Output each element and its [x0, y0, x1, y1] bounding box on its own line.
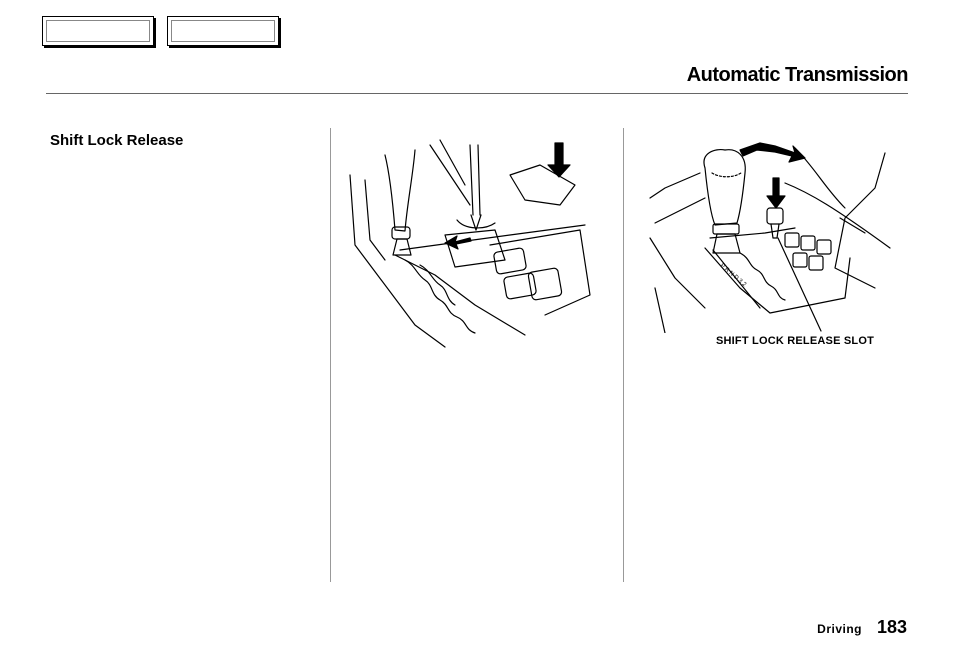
column-divider-right	[623, 128, 624, 582]
footer-section-label: Driving	[817, 622, 862, 636]
page-number: 183	[876, 617, 907, 637]
previous-page-button[interactable]	[42, 16, 154, 46]
illustration-caption: SHIFT LOCK RELEASE SLOT	[716, 335, 874, 347]
column-divider-left	[330, 128, 331, 582]
svg-text:P R N D 3 2: P R N D 3 2	[719, 263, 748, 289]
page-title: Automatic Transmission	[686, 64, 909, 86]
section-heading: Shift Lock Release	[50, 132, 184, 149]
title-divider	[46, 93, 908, 94]
next-page-button[interactable]	[167, 16, 279, 46]
key-shift-lock-illustration: P R N D 3 2	[649, 142, 891, 333]
screwdriver-shift-lock-illustration	[349, 139, 591, 348]
